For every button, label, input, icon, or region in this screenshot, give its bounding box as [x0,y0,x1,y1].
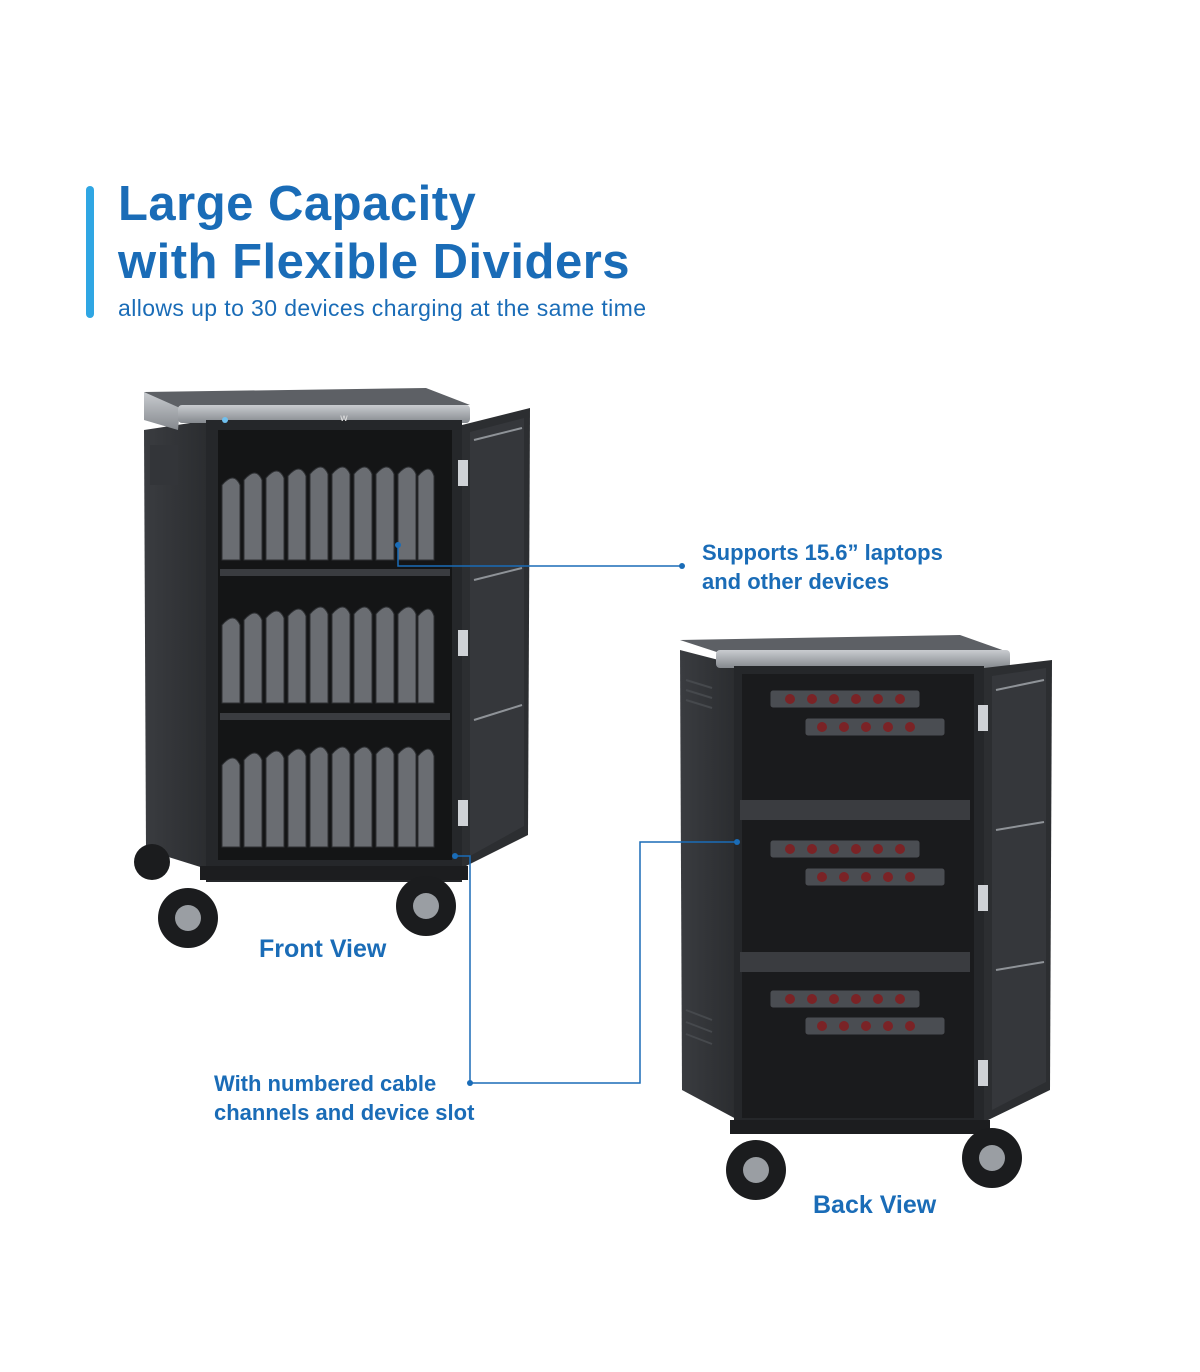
leader-lines [397,545,737,1084]
page-title: Large Capacity with Flexible Dividers [118,175,630,291]
callout-cable-line-2: channels and device slot [214,1100,475,1125]
front-view-cabinet: w [134,388,530,948]
callout-supports-line-2: and other devices [702,569,890,594]
front-view-label: Front View [259,935,387,963]
callout-cable-line-1: With numbered cable [214,1071,437,1096]
page-subtitle: allows up to 30 devices charging at the … [118,295,647,321]
back-view-label: Back View [813,1191,937,1219]
back-view-cabinet [680,635,1052,1200]
title-line-2: with Flexible Dividers [118,235,631,289]
callout-cable-channels: With numbered cable channels and device … [214,1069,474,1127]
svg-text:w: w [340,413,348,424]
title-line-1: Large Capacity [118,177,477,231]
leader-dots [395,542,740,1086]
callout-supports-laptops: Supports 15.6” laptops and other devices [702,538,943,596]
callout-supports-line-1: Supports 15.6” laptops [702,540,943,565]
accent-bar [86,186,94,318]
